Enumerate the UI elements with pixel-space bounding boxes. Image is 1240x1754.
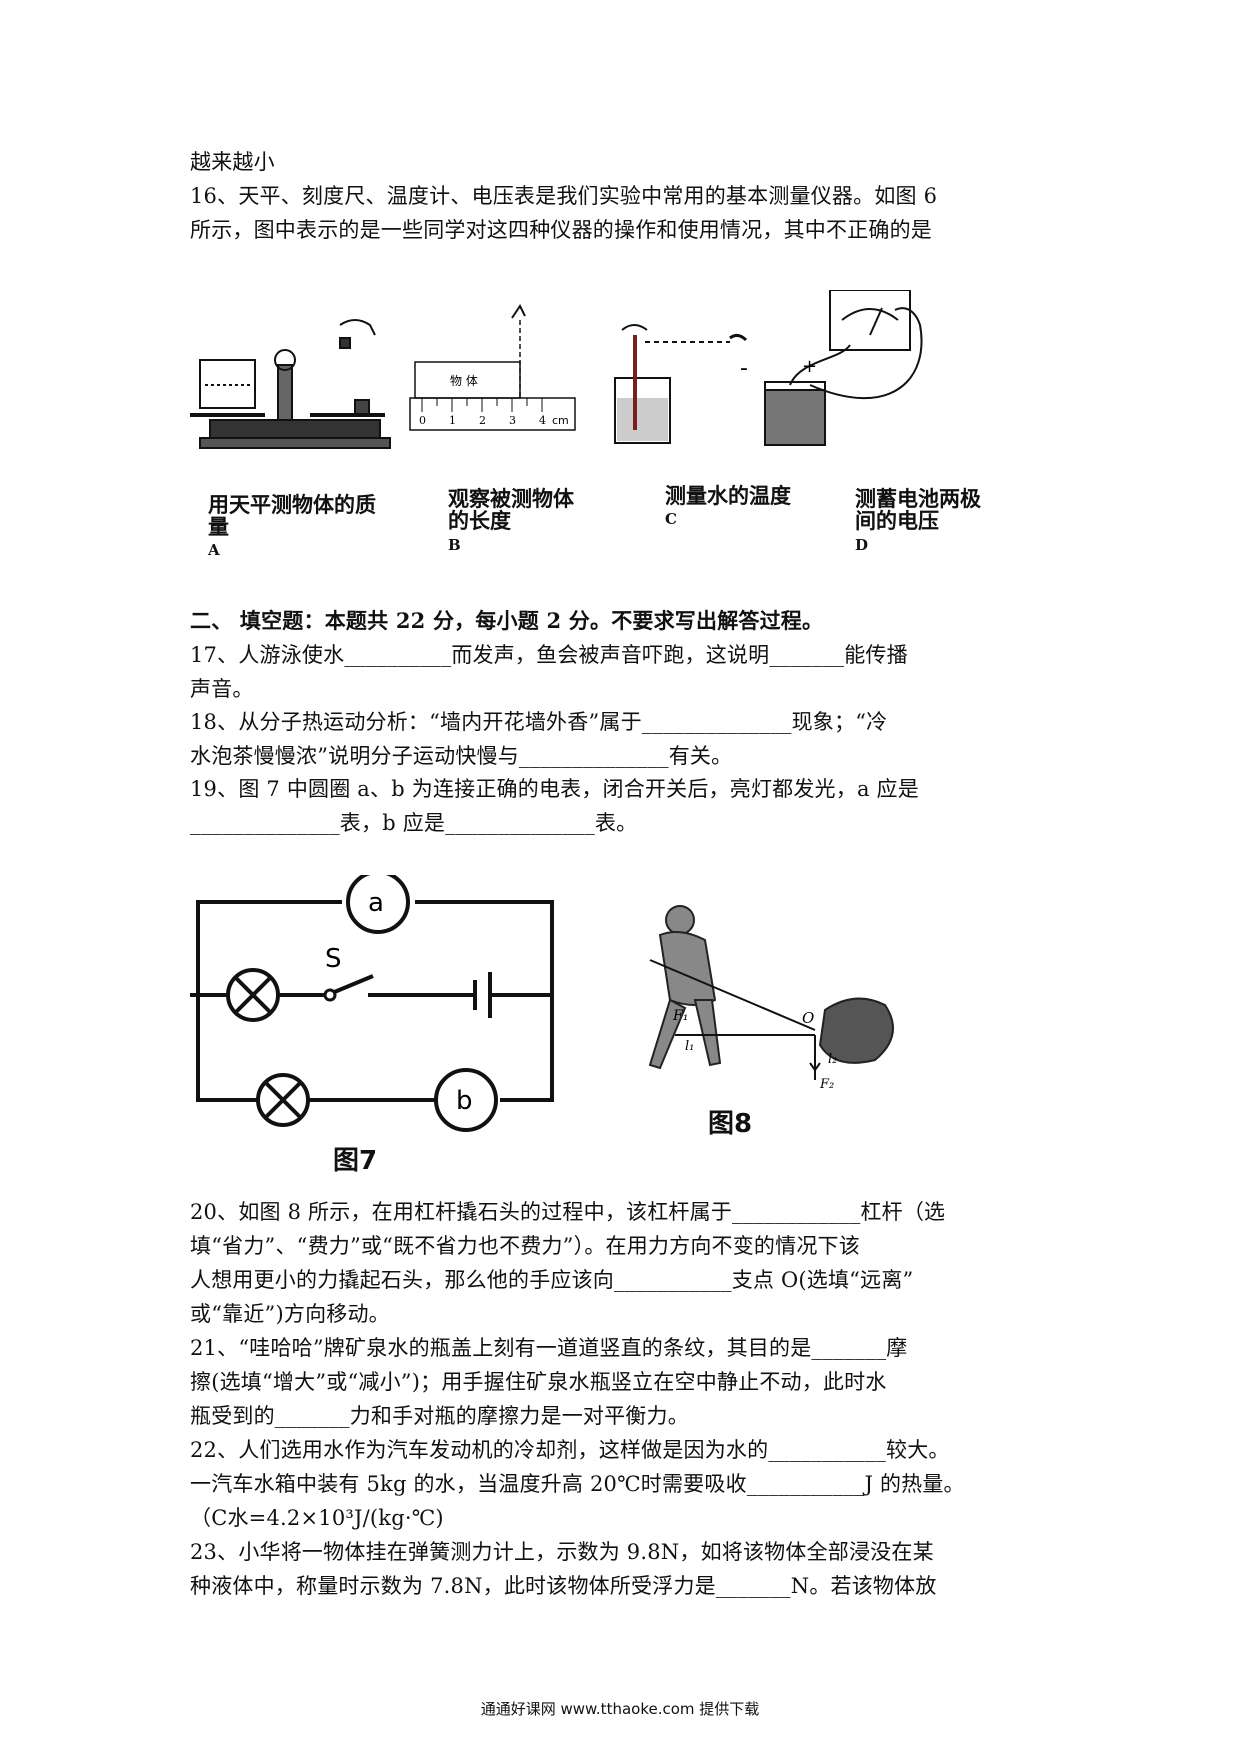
figure-6: 物 体 cm 0 1 2 3 4 - + [190,289,1050,570]
question-19-line2: ______________表，b 应是______________表。 [190,811,638,835]
option-b-letter: B [448,536,461,554]
figure-8: F₁ l₁ O l₂ F₂ [630,895,920,1100]
question-23-line1: 23、小华将一物体挂在弹簧测力计上，示数为 9.8N，如将该物体全部浸没在某 [190,1540,934,1564]
caption-c: 测量水的温度 [665,484,791,508]
question-17-line2: 声音。 [190,677,254,701]
figure-7: a b S [190,870,560,1185]
question-21-line3: 瓶受到的_______力和手对瓶的摩擦力是一对平衡力。 [190,1404,689,1428]
voltmeter-battery [764,289,923,446]
question-20-line4: 或“靠近”)方向移动。 [190,1302,390,1326]
figure-8-lever: F₁ l₁ O l₂ F₂ [648,905,894,1092]
option-a-letter: A [208,541,220,559]
force-f2-label: F₂ [819,1077,834,1092]
figure-8-label: 图8 [708,1109,753,1139]
plus-sign: + [802,356,817,377]
question-22-line1: 22、人们选用水作为汽车发动机的冷却剂，这样做是因为水的___________较… [190,1438,950,1462]
meter-b [434,1068,498,1132]
question-17-line1: 17、人游泳使水__________而发声，鱼会被声音吓跑，这说明_______… [190,643,908,667]
question-18-line1: 18、从分子热运动分析：“墙内开花墙外香”属于______________现象；… [190,710,888,734]
fulcrum-o-label: O [802,1009,814,1027]
question-16-line2: 所示，图中表示的是一些同学对这四种仪器的操作和使用情况，其中不正确的是 [190,218,932,242]
page-footer: 通通好课网 www.tthaoke.com 提供下载 [480,1700,760,1718]
question-19-line1: 19、图 7 中圆圈 a、b 为连接正确的电表，闭合开关后，亮灯都发光，a 应是 [190,777,919,801]
ruler-tick-label: 4 [539,414,546,427]
question-16-line1: 16、天平、刻度尺、温度计、电压表是我们实验中常用的基本测量仪器。如图 6 [190,184,938,208]
question-20-line2: 填“省力”、“费力”或“既不省力也不费力”）。在用力方向不变的情况下该 [190,1234,860,1258]
arm-l1-label: l₁ [685,1039,694,1054]
question-22-line2: 一汽车水箱中装有 5kg 的水，当温度升高 20℃时需要吸收__________… [190,1472,965,1496]
question-18-line2: 水泡茶慢慢浓”说明分子运动快慢与______________有关。 [190,744,733,768]
ruler-tick-label: 2 [479,414,486,427]
minus-sign: - [740,356,748,381]
caption-a-line2: 量 [208,515,229,539]
caption-d-line1: 测蓄电池两极 [855,487,981,511]
switch-label: S [325,944,342,974]
section-2-heading: 二、 填空题：本题共 22 分，每小题 2 分。不要求写出解答过程。 [190,608,824,633]
ruler-tick-label: 3 [509,414,516,427]
question-21-line2: 擦(选填“增大”或“减小”)；用手握住矿泉水瓶竖立在空中静止不动，此时水 [190,1370,887,1394]
question-21-line1: 21、“哇哈哈”牌矿泉水的瓶盖上刻有一道道竖直的条纹，其目的是_______摩 [190,1336,908,1360]
figure-6-drawing: 物 体 cm 0 1 2 3 4 - + [190,289,923,449]
thermometer-setup [614,324,748,444]
question-20-line1: 20、如图 8 所示，在用杠杆撬石头的过程中，该杠杆属于____________… [190,1200,946,1224]
caption-d-line2: 间的电压 [855,509,939,533]
meter-b-label: b [456,1086,473,1116]
ruler-tick-label: 1 [449,414,456,427]
meter-a-label: a [368,888,384,918]
question-22-line3: （C水=4.2×10³J/(kg·℃) [190,1506,444,1530]
force-f1-label: F₁ [672,1008,688,1024]
arm-l2-label: l₂ [828,1052,837,1067]
caption-a-line1: 用天平测物体的质 [208,493,376,517]
balance-scale [190,319,391,449]
text-line: 越来越小 [190,150,275,174]
ruler-ticks [421,398,543,412]
caption-b-line2: 的长度 [448,509,511,533]
figure-7-circuit: a b S [190,870,554,1132]
ruler-unit: cm [552,414,569,427]
ruler-tick-label: 0 [419,414,426,427]
caption-b-line1: 观察被测物体 [448,487,574,511]
option-d-letter: D [855,536,869,554]
beaker [199,359,256,409]
figure-7-label: 图7 [333,1146,378,1176]
option-c-letter: C [665,510,677,528]
question-23-line2: 种液体中，称量时示数为 7.8N，此时该物体所受浮力是_______N。若该物体… [190,1574,937,1598]
ruler [409,304,576,431]
question-20-line3: 人想用更小的力撬起石头，那么他的手应该向___________支点 O(选填“远… [190,1268,914,1292]
ruler-object-label: 物 体 [450,374,478,388]
